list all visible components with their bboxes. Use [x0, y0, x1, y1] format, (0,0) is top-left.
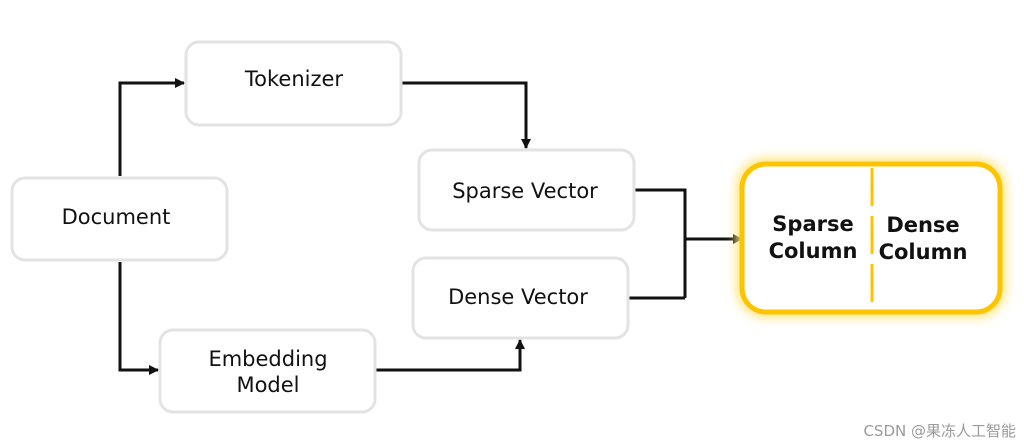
watermark: CSDN @果冻人工智能 — [863, 422, 1016, 440]
edge-tokenizer-to-sparse-vector — [401, 81, 531, 149]
embedding-model-label-line-1: Embedding — [208, 347, 327, 371]
embedding-model-label-line-2: Model — [236, 373, 299, 397]
sparse-vector-label: Sparse Vector — [452, 179, 598, 203]
dense-vector-node: Dense Vector — [411, 256, 630, 340]
document-label: Document — [62, 205, 171, 229]
sparse-column-label-line-2: Column — [769, 239, 858, 263]
sparse-vector-node: Sparse Vector — [417, 148, 636, 232]
edge-document-to-embedding-model — [118, 262, 159, 375]
tokenizer-label: Tokenizer — [244, 67, 344, 91]
dense-column-label-line-1: Dense — [886, 213, 959, 237]
edge-sparse-vector-to-join — [634, 188, 687, 298]
dense-vector-label: Dense Vector — [448, 285, 588, 309]
edge-embedding-model-to-dense-vector — [374, 339, 525, 372]
document-node: Document — [10, 176, 229, 262]
tokenizer-node: Tokenizer — [184, 40, 403, 127]
embedding-model-node: Embedding Model — [158, 328, 377, 414]
column-storage-node: Sparse Column Dense Column — [736, 158, 1006, 318]
edge-document-to-tokenizer — [118, 78, 185, 176]
sparse-column-label-line-1: Sparse — [772, 212, 853, 236]
dense-column-label-line-2: Column — [879, 240, 968, 264]
